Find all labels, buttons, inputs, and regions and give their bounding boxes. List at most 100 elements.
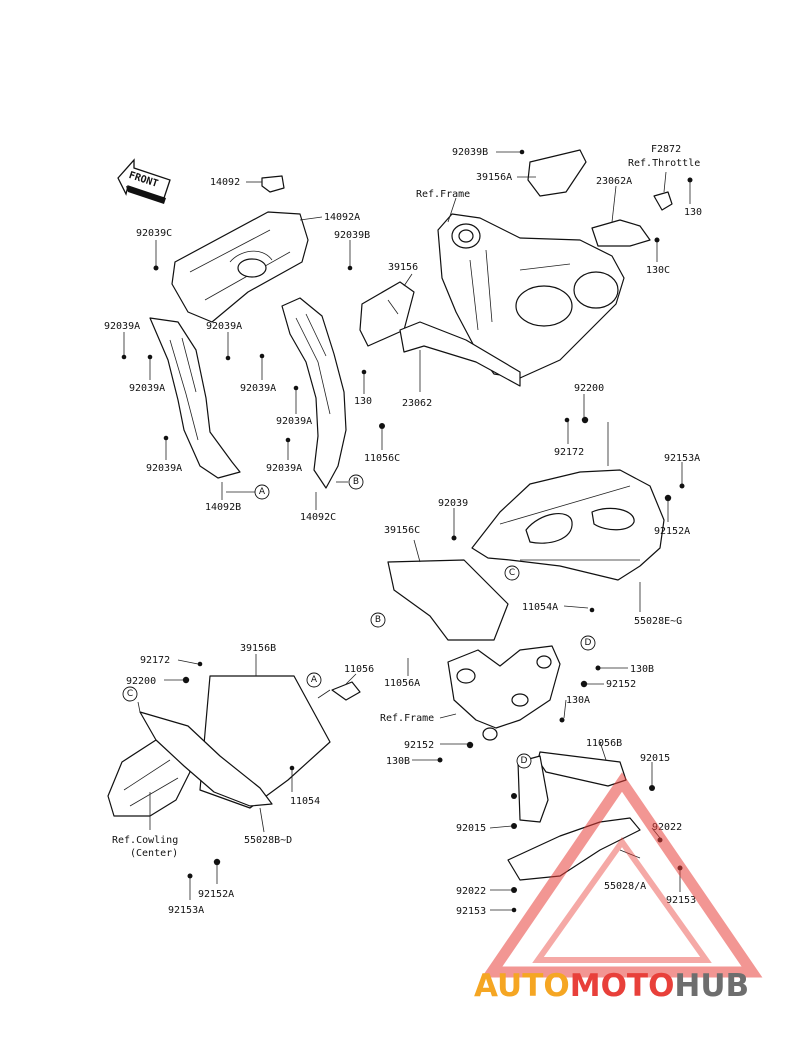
bolts-lower-left xyxy=(182,661,295,879)
label-130C: 130C xyxy=(646,265,670,276)
watermark-hub: HUB xyxy=(674,968,749,1004)
watermark-text: AUTOMOTOHUB xyxy=(474,968,749,1004)
label-130B-2: 130B xyxy=(386,756,410,767)
lower-cowl xyxy=(139,711,273,807)
label-14092B: 14092B xyxy=(205,502,241,513)
callout-b-2: B xyxy=(370,612,386,628)
label-ref-frame-2: Ref.Frame xyxy=(380,713,434,724)
stay-39156A xyxy=(527,149,587,197)
label-92153-1: 92153 xyxy=(666,895,696,906)
callout-c-2: C xyxy=(122,686,138,702)
label-ref-cowling: Ref.Cowling xyxy=(112,835,178,846)
label-39156C: 39156C xyxy=(384,525,420,536)
label-92039A-2: 92039A xyxy=(206,321,242,332)
bolts-top-left xyxy=(121,265,385,443)
bracket-23062 xyxy=(399,321,521,387)
callout-d-2-letter: D xyxy=(521,756,528,766)
label-14092: 14092 xyxy=(210,177,240,188)
label-92152-2: 92152 xyxy=(404,740,434,751)
label-92200-1: 92200 xyxy=(574,383,604,394)
callout-c-1-letter: C xyxy=(509,568,515,578)
callout-c-2-letter: C xyxy=(127,689,133,699)
callout-d-1: D xyxy=(580,635,596,651)
clip-11056 xyxy=(331,681,361,701)
label-92153A-2: 92153A xyxy=(168,905,204,916)
label-39156B: 39156B xyxy=(240,643,276,654)
label-92152-1: 92152 xyxy=(606,679,636,690)
label-F2872: F2872 xyxy=(651,144,681,155)
label-92039A-4: 92039A xyxy=(240,383,276,394)
leaders-lower-left xyxy=(137,654,357,900)
label-130-2: 130 xyxy=(684,207,702,218)
label-11056A: 11056A xyxy=(384,678,420,689)
bracket-assembly xyxy=(447,645,561,741)
part-labels: 14092 14092A 92039C 92039A 92039A 92039A… xyxy=(104,144,702,917)
bracket-11056B xyxy=(517,751,627,823)
bolts-lower-right xyxy=(437,665,683,913)
bolts-top-right xyxy=(519,149,693,243)
label-92015-1: 92015 xyxy=(640,753,670,764)
label-92039B-2: 92039B xyxy=(452,147,488,158)
label-92039A-5: 92039A xyxy=(276,416,312,427)
label-ref-frame-1: Ref.Frame xyxy=(416,189,470,200)
watermark-logo: AUTOMOTOHUB xyxy=(474,772,763,1004)
callout-b-1-letter: B xyxy=(353,477,359,487)
label-ref-throttle: Ref.Throttle xyxy=(628,158,700,169)
label-11056C: 11056C xyxy=(364,453,400,464)
label-92039A-7: 92039A xyxy=(266,463,302,474)
label-55028-A: 55028/A xyxy=(604,881,646,892)
label-55028B-D: 55028B~D xyxy=(244,835,292,846)
frame-tank xyxy=(437,213,625,379)
label-92152A-1: 92152A xyxy=(654,526,690,537)
watermark-moto: MOTO xyxy=(570,968,675,1004)
label-39156: 39156 xyxy=(388,262,418,273)
callout-a-1: A xyxy=(254,484,270,500)
label-92200-2: 92200 xyxy=(126,676,156,687)
callout-a-1-letter: A xyxy=(259,487,266,497)
label-92153A-1: 92153A xyxy=(664,453,700,464)
label-130A: 130A xyxy=(566,695,590,706)
watermark-auto: AUTO xyxy=(474,968,570,1004)
label-92152A-2: 92152A xyxy=(198,889,234,900)
bolts-mid-right xyxy=(451,416,685,613)
label-92015-2: 92015 xyxy=(456,823,486,834)
callout-b-2-letter: B xyxy=(375,615,381,625)
label-92172-2: 92172 xyxy=(140,655,170,666)
duct-14092A xyxy=(171,211,309,323)
ref-cowling-center xyxy=(107,739,191,817)
label-39156A: 39156A xyxy=(476,172,512,183)
label-130-1: 130 xyxy=(354,396,372,407)
label-92039A-3: 92039A xyxy=(129,383,165,394)
leaders-top-left xyxy=(123,181,383,510)
label-92153-2: 92153 xyxy=(456,906,486,917)
label-11054: 11054 xyxy=(290,796,320,807)
label-11056B: 11056B xyxy=(586,738,622,749)
label-23062A: 23062A xyxy=(596,176,632,187)
label-92039B-1: 92039B xyxy=(334,230,370,241)
sheet-39156C xyxy=(387,559,509,641)
label-55028E-G: 55028E~G xyxy=(634,616,682,627)
label-center: (Center) xyxy=(130,848,178,859)
label-23062: 23062 xyxy=(402,398,432,409)
callout-d-2: D xyxy=(516,753,532,769)
callout-d-1-letter: D xyxy=(585,638,592,648)
callout-a-2-letter: A xyxy=(311,675,318,685)
front-arrow: FRONT xyxy=(117,158,171,204)
label-11056: 11056 xyxy=(344,664,374,675)
leaders-top-right xyxy=(363,151,691,394)
clip-14092 xyxy=(261,175,285,193)
label-130B-1: 130B xyxy=(630,664,654,675)
label-14092C: 14092C xyxy=(300,512,336,523)
callout-c-1: C xyxy=(504,565,520,581)
upper-cowl xyxy=(471,469,665,581)
label-11054A: 11054A xyxy=(522,602,558,613)
label-92172-1: 92172 xyxy=(554,447,584,458)
callout-a-2: A xyxy=(306,672,322,688)
label-92022-1: 92022 xyxy=(652,822,682,833)
panel-14092B xyxy=(149,317,241,479)
label-92039C: 92039C xyxy=(136,228,172,239)
label-14092A: 14092A xyxy=(324,212,360,223)
label-92022-2: 92022 xyxy=(456,886,486,897)
leaders-mid-right xyxy=(407,394,683,676)
